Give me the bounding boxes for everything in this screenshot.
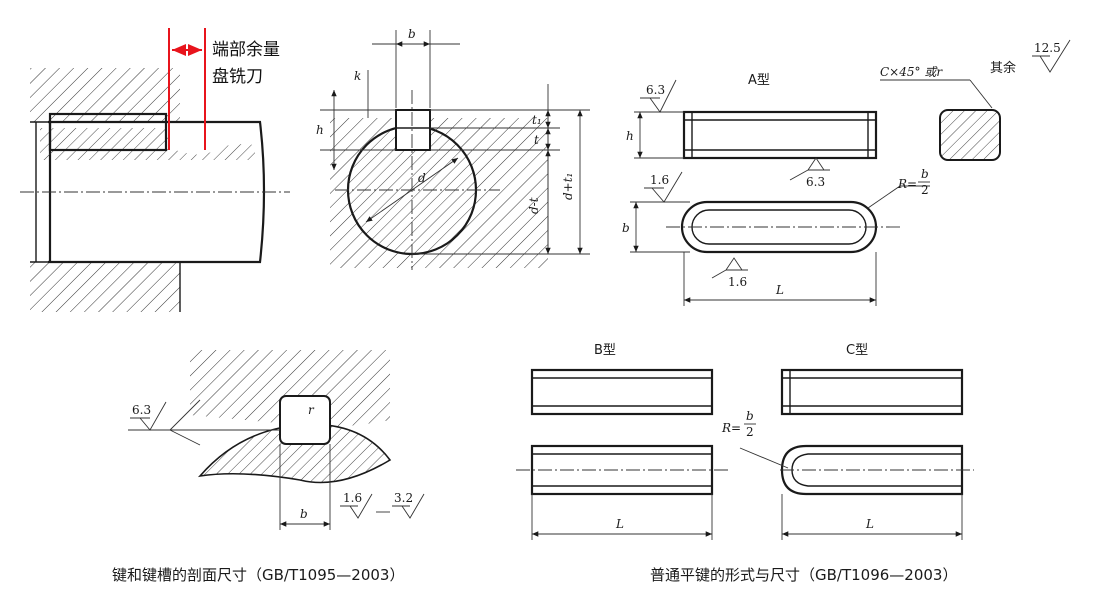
type-c-label-L: L [865, 517, 874, 531]
shaft-longitudinal-view: 端部余量 盘铣刀 [20, 28, 290, 312]
annotation-end-margin: 端部余量 [212, 40, 280, 60]
keyway-cross-section: d b k h t₁ t d-t d+t₁ [316, 27, 590, 270]
svg-text:b: b [746, 409, 754, 423]
type-a-label-b: b [622, 221, 630, 235]
caption-left: 键和键槽的剖面尺寸（GB/T1095—2003） [112, 566, 404, 584]
type-c-title: C型 [846, 343, 868, 358]
type-a-label-h: h [626, 129, 634, 143]
chamfer-label: C×45° 或r [880, 65, 943, 79]
type-a-label-L: L [775, 283, 784, 297]
label-d-plus-t1: d+t₁ [561, 173, 575, 200]
label-t: t [534, 133, 539, 147]
annotation-disc-cutter: 盘铣刀 [212, 67, 263, 87]
svg-text:2: 2 [746, 425, 754, 439]
roughness-bottom: 6.3 [806, 175, 825, 189]
svg-text:2: 2 [921, 183, 929, 197]
keyway-label-r: r [308, 403, 315, 417]
rest-value: 12.5 [1034, 41, 1061, 55]
label-d-minus-t: d-t [527, 197, 541, 214]
roughness-b: 1.6 [650, 173, 669, 187]
type-b-title: B型 [594, 343, 616, 358]
type-a-key: A型 h 6.3 6.3 b 1.6 [622, 39, 1071, 306]
type-a-title: A型 [748, 73, 770, 88]
keyway-detail: r 6.3 b 1.6 3.2 [128, 350, 425, 530]
keyway-roughness-1: 1.6 [343, 491, 362, 505]
keyway-roughness-left: 6.3 [132, 403, 151, 417]
rest-label: 其余 [990, 60, 1016, 76]
type-c-radius-label: R= [721, 421, 741, 435]
roughness-L: 1.6 [728, 275, 747, 289]
type-b-label-L: L [615, 517, 624, 531]
label-d: d [418, 171, 426, 185]
roughness-side: 6.3 [646, 83, 665, 97]
type-c-key: C型 R= b 2 L [721, 343, 974, 540]
label-k: k [354, 69, 361, 83]
label-b-top: b [408, 27, 416, 41]
label-h: h [316, 123, 324, 137]
keyway-label-b: b [300, 507, 308, 521]
caption-right: 普通平键的形式与尺寸（GB/T1096—2003） [650, 566, 957, 584]
type-b-key: B型 L [516, 343, 730, 540]
svg-text:b: b [921, 167, 929, 181]
keyway-roughness-2: 3.2 [394, 491, 413, 505]
type-a-radius-label: R= [897, 177, 917, 191]
label-t1: t₁ [532, 113, 542, 127]
